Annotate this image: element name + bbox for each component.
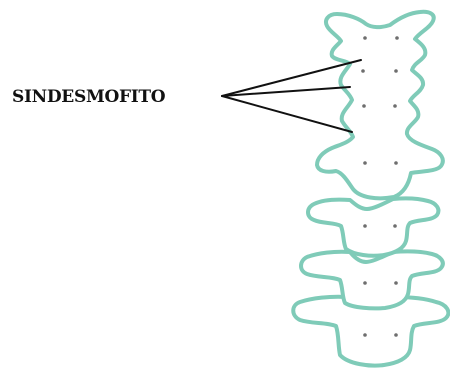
leader-line-3 [222, 96, 352, 132]
fused-vertebral-block [317, 12, 443, 198]
dot [362, 104, 366, 108]
dot [394, 281, 398, 285]
dot [394, 161, 398, 165]
vertebra-2 [308, 198, 438, 255]
dot [363, 36, 367, 40]
dot [363, 161, 367, 165]
dot [393, 224, 397, 228]
dot [394, 333, 398, 337]
dot [363, 281, 367, 285]
dot [363, 333, 367, 337]
syndesmophyte-label: SINDESMOFITO [12, 87, 166, 107]
dot [361, 69, 365, 73]
dot [363, 224, 367, 228]
dot [393, 104, 397, 108]
dot [394, 69, 398, 73]
dot [395, 36, 399, 40]
